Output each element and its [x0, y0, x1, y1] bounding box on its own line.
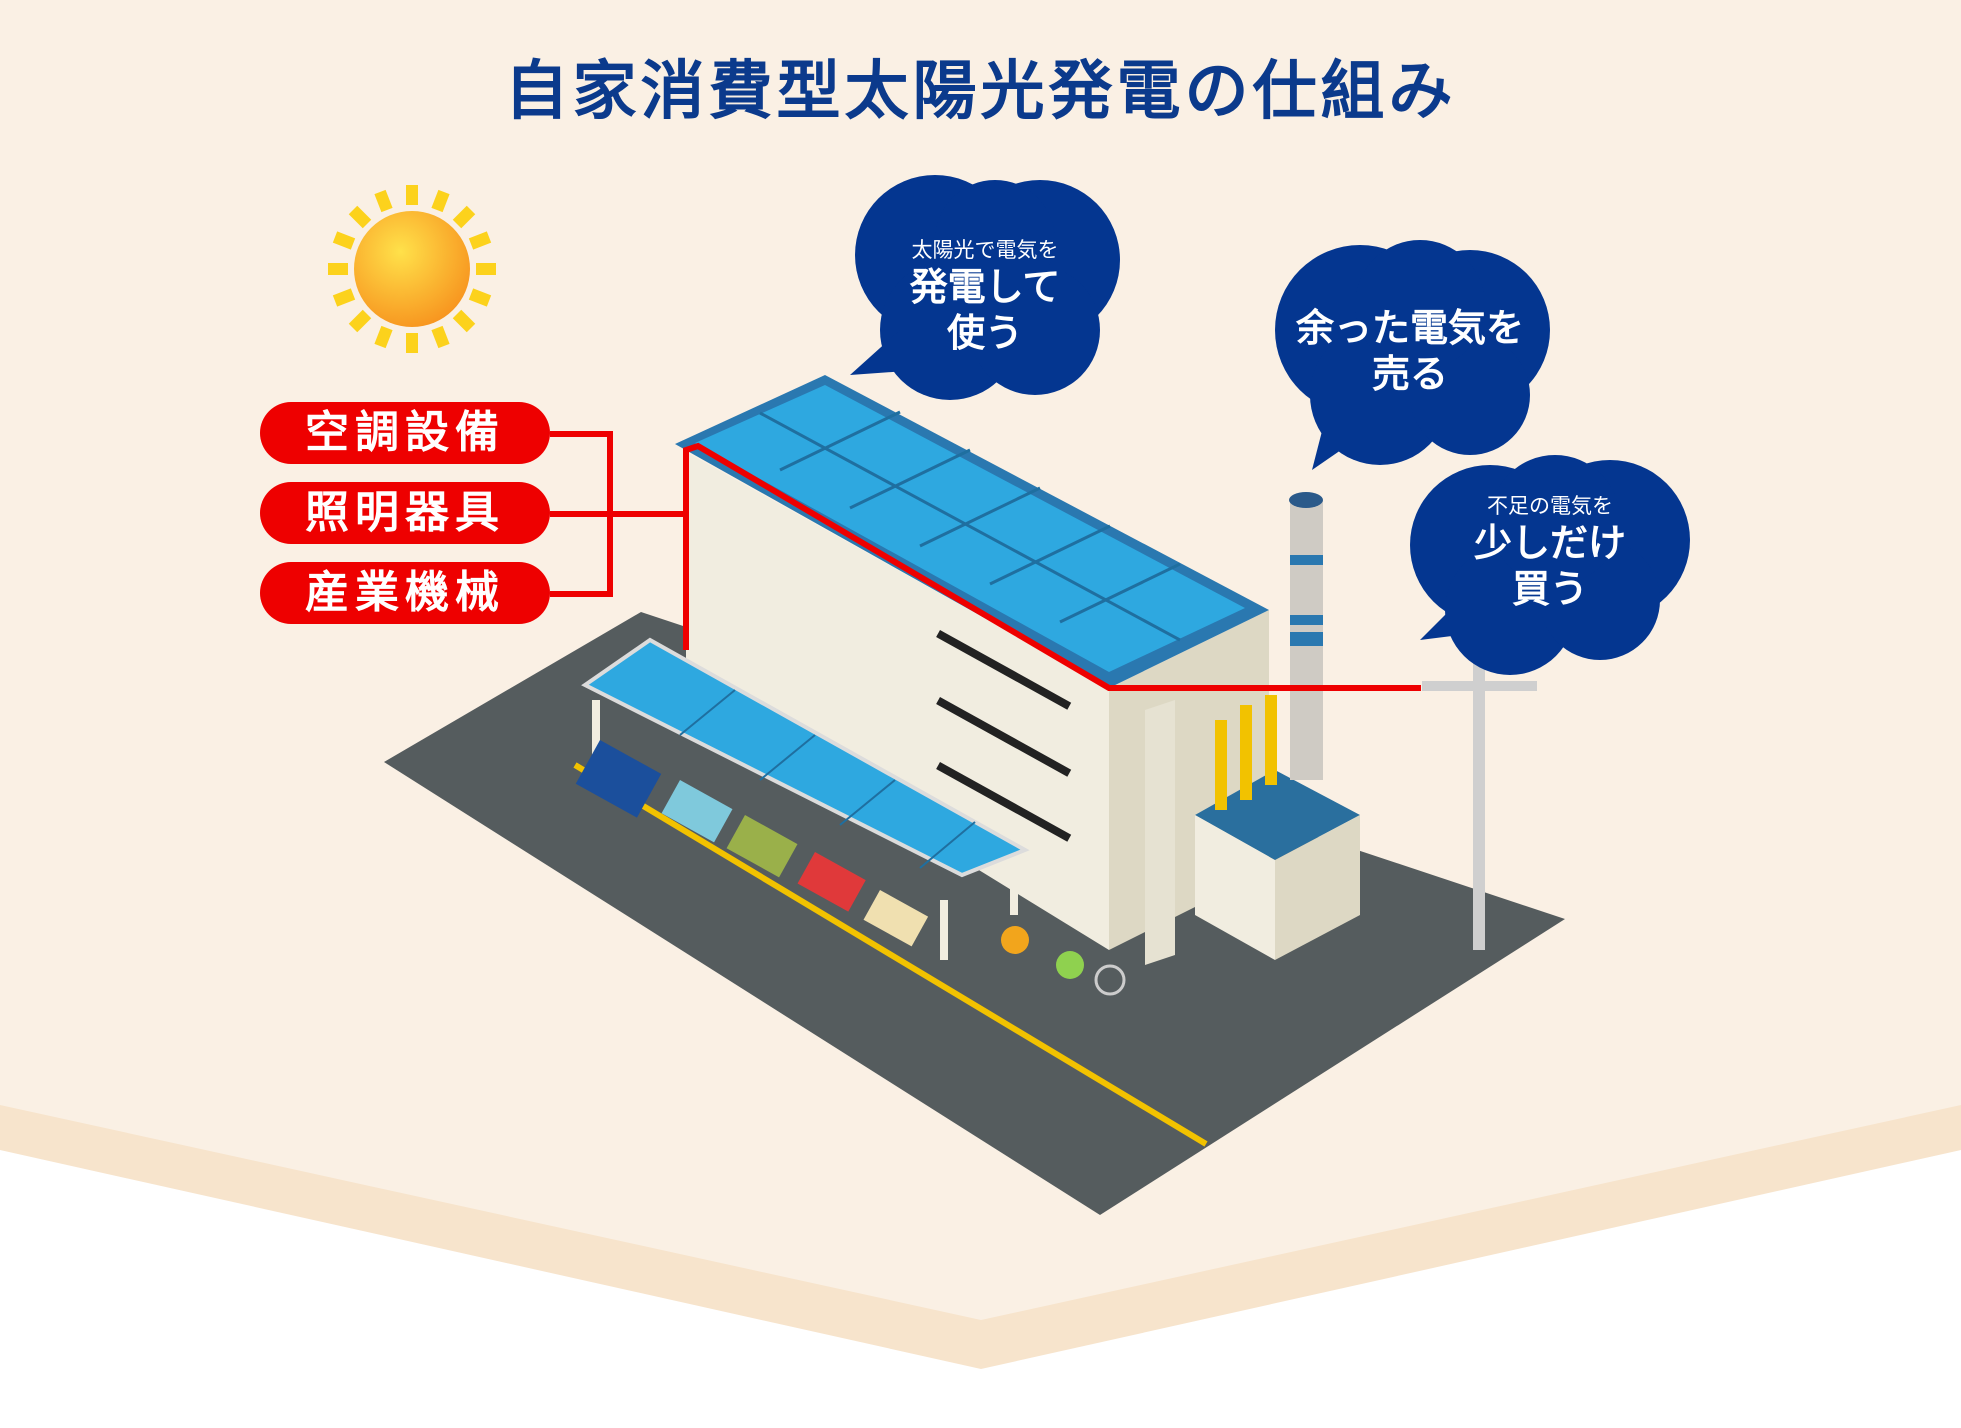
equipment-label-lighting: 照明器具: [260, 482, 550, 544]
power-line: [550, 431, 1421, 691]
bubble-sell-line2: 売る: [1371, 352, 1448, 396]
utility-pole: [1422, 656, 1537, 950]
bubble-sell-line1: 余った電気を: [1295, 306, 1524, 350]
bubble-self-use-line2: 使う: [946, 311, 1023, 355]
page-title: 自家消費型太陽光発電の仕組み: [504, 55, 1457, 129]
bubble-self-use-line1: 発電して: [909, 265, 1061, 309]
equipment-label-air-conditioning: 空調設備: [260, 402, 550, 464]
chimney: [1289, 492, 1323, 780]
speech-bubble-sell: [1275, 240, 1550, 470]
factory-building: [675, 375, 1360, 965]
bubble-buy-small: 不足の電気を: [1487, 494, 1613, 518]
sun-icon: [328, 185, 496, 353]
speech-bubble-buy: [1410, 455, 1690, 675]
equipment-label-machinery: 産業機械: [260, 562, 550, 624]
bubble-self-use-small: 太陽光で電気を: [911, 238, 1059, 262]
parking-line: [573, 762, 1208, 1147]
bubble-buy-line2: 買う: [1511, 567, 1588, 611]
solar-carport: [581, 637, 1030, 960]
parked-vehicles: [575, 739, 1126, 996]
bubble-buy-line1: 少しだけ: [1473, 521, 1626, 565]
ground: [384, 612, 1565, 1215]
speech-bubble-self-use: [850, 175, 1120, 400]
